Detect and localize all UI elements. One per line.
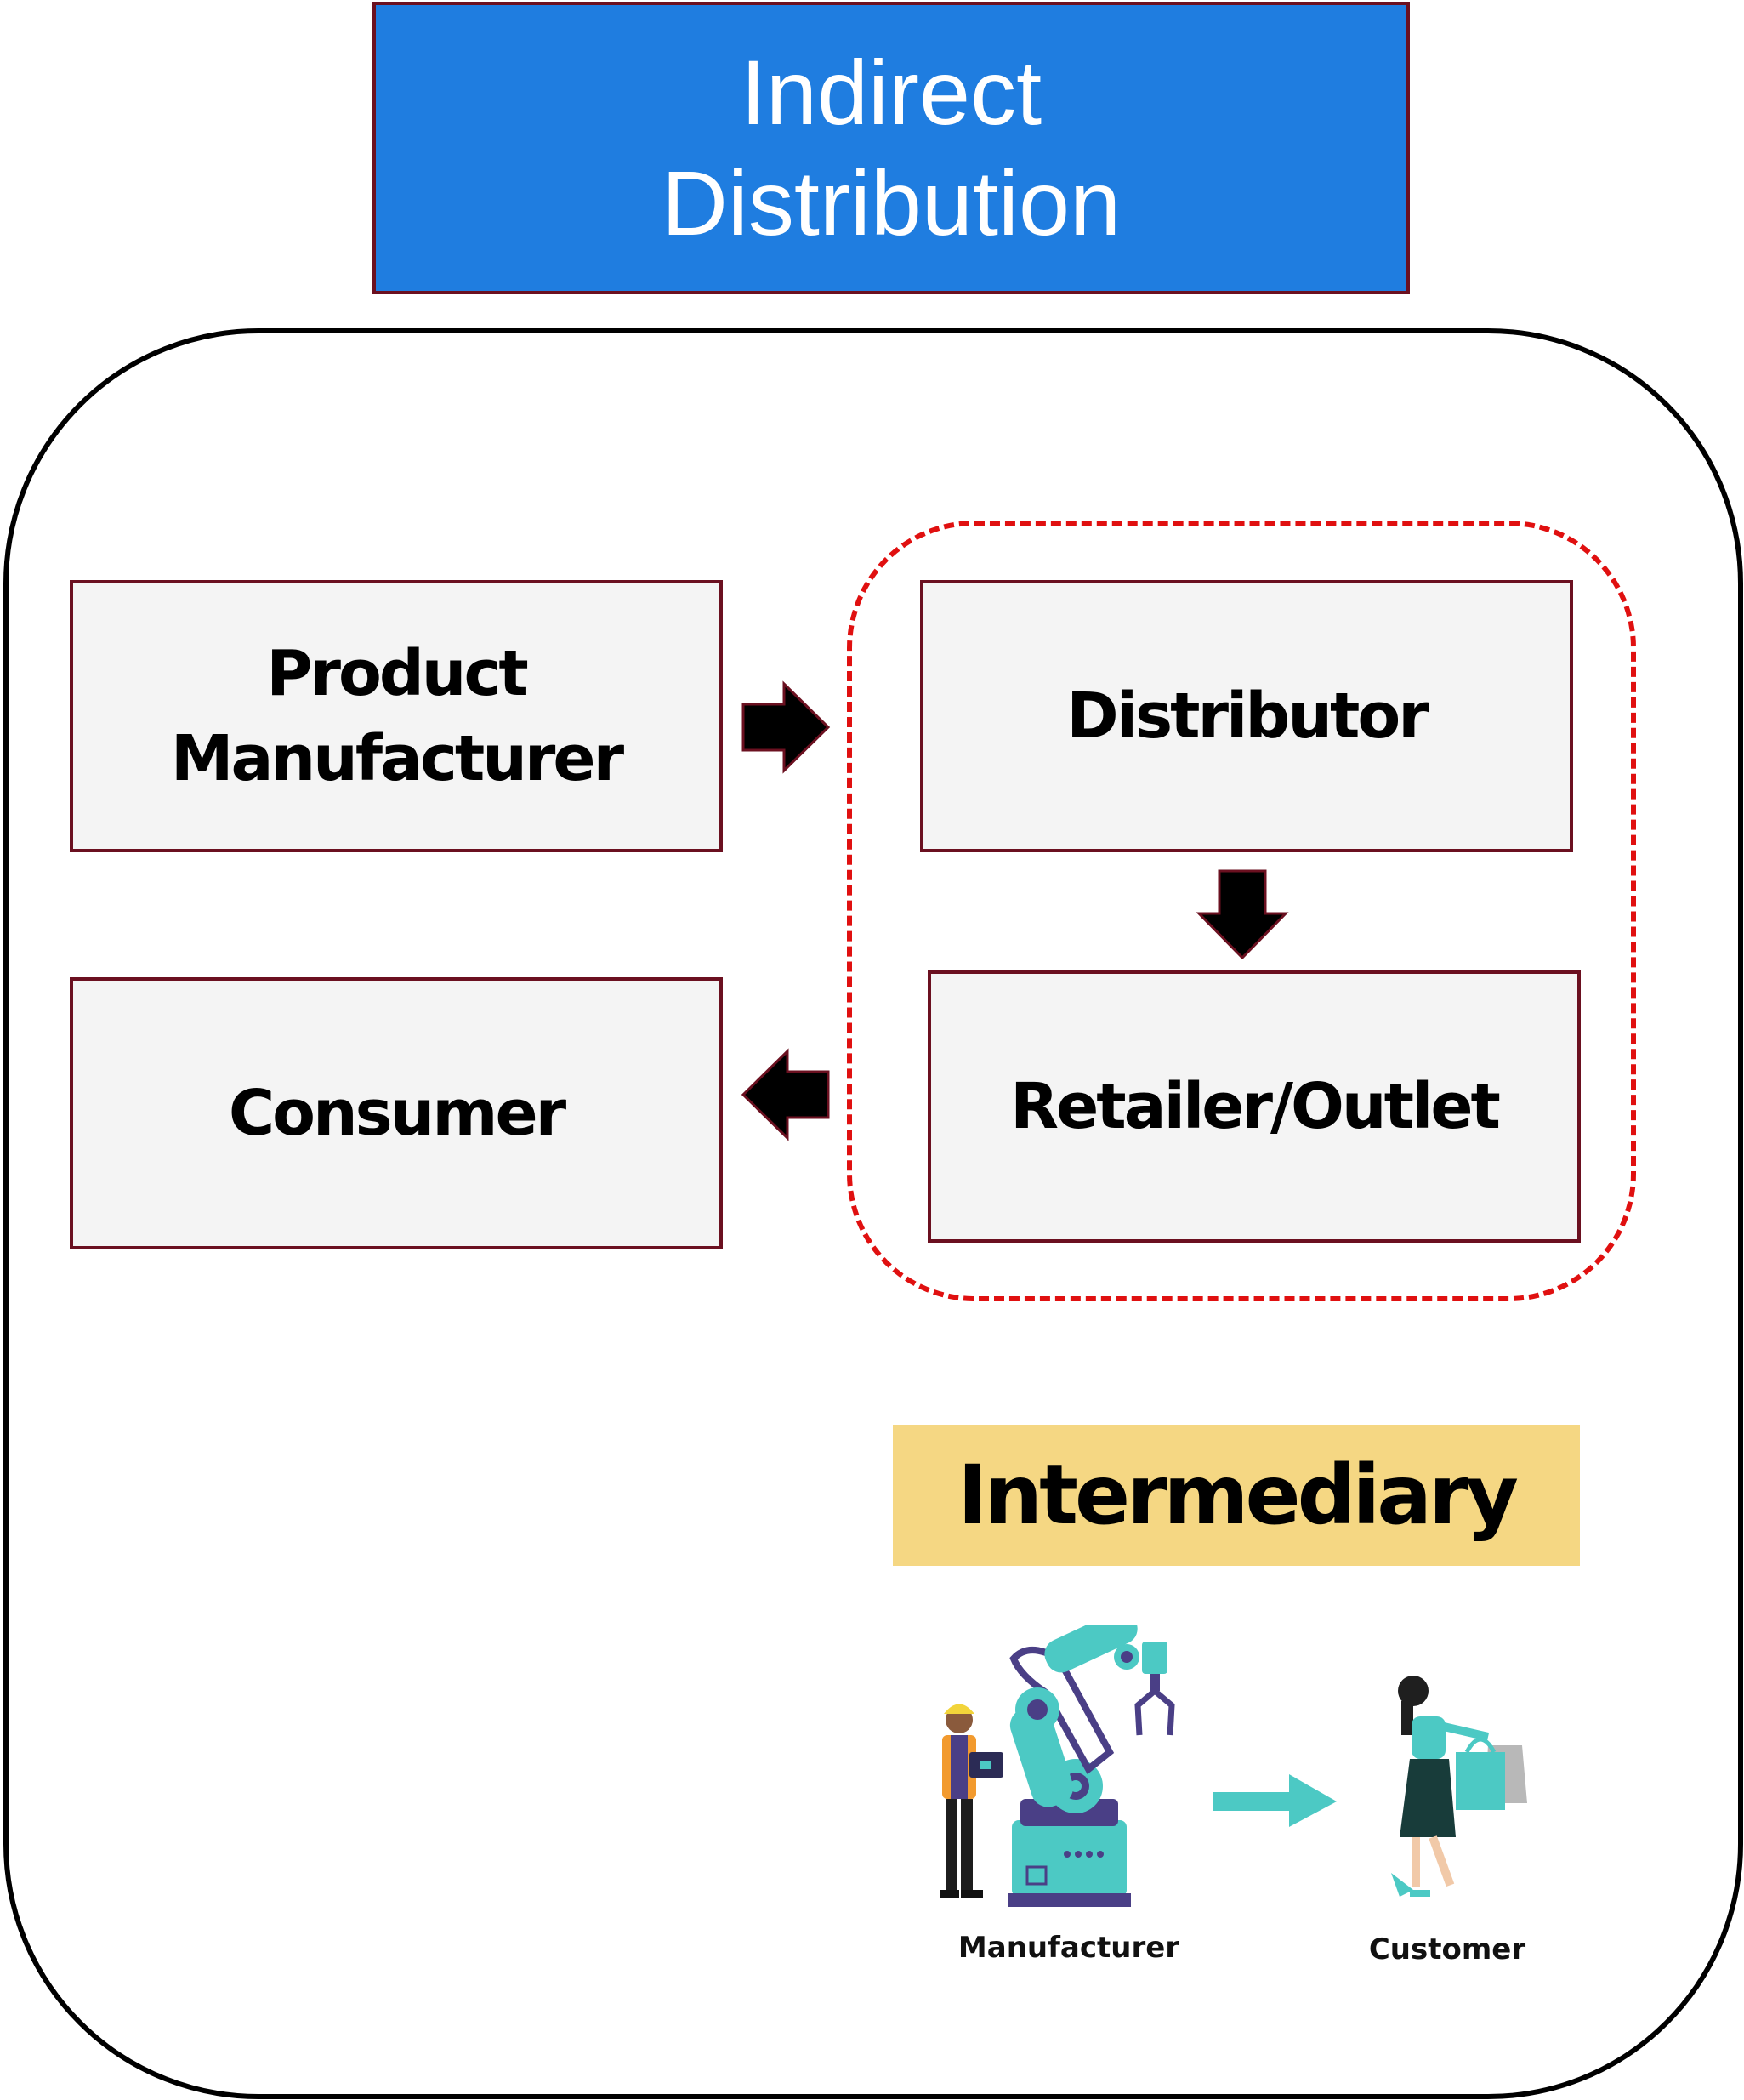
arrow-down-icon [1196, 869, 1289, 960]
product-manufacturer-line-1: Product [266, 637, 528, 710]
customer-illustration [1391, 1676, 1527, 1897]
distributor-label: Distributor [1066, 680, 1429, 753]
teal-arrow-icon [1213, 1774, 1337, 1827]
title-line-1: Indirect [740, 41, 1042, 144]
arrow-left-icon [741, 1048, 830, 1141]
arrow-right-icon [741, 680, 831, 774]
retailer-node: Retailer/Outlet [928, 970, 1581, 1243]
intermediary-badge: Intermediary [893, 1425, 1580, 1566]
product-manufacturer-line-2: Manufacturer [170, 722, 624, 795]
diagram-title: Indirect Distribution [372, 2, 1410, 294]
intermediary-group-outline [847, 521, 1636, 1301]
outer-frame [3, 328, 1743, 2099]
distributor-node: Distributor [920, 580, 1573, 852]
illustration-customer-label: Customer [1368, 1932, 1526, 1966]
illustration-manufacturer-label: Manufacturer [957, 1931, 1180, 1965]
manufacturer-illustration [940, 1625, 1175, 1907]
consumer-label: Consumer [228, 1077, 566, 1150]
retailer-label: Retailer/Outlet [1010, 1070, 1501, 1143]
intermediary-label: Intermediary [957, 1448, 1519, 1543]
product-manufacturer-node: Product Manufacturer [70, 580, 723, 852]
title-line-2: Distribution [661, 151, 1122, 254]
consumer-node: Consumer [70, 977, 723, 1249]
